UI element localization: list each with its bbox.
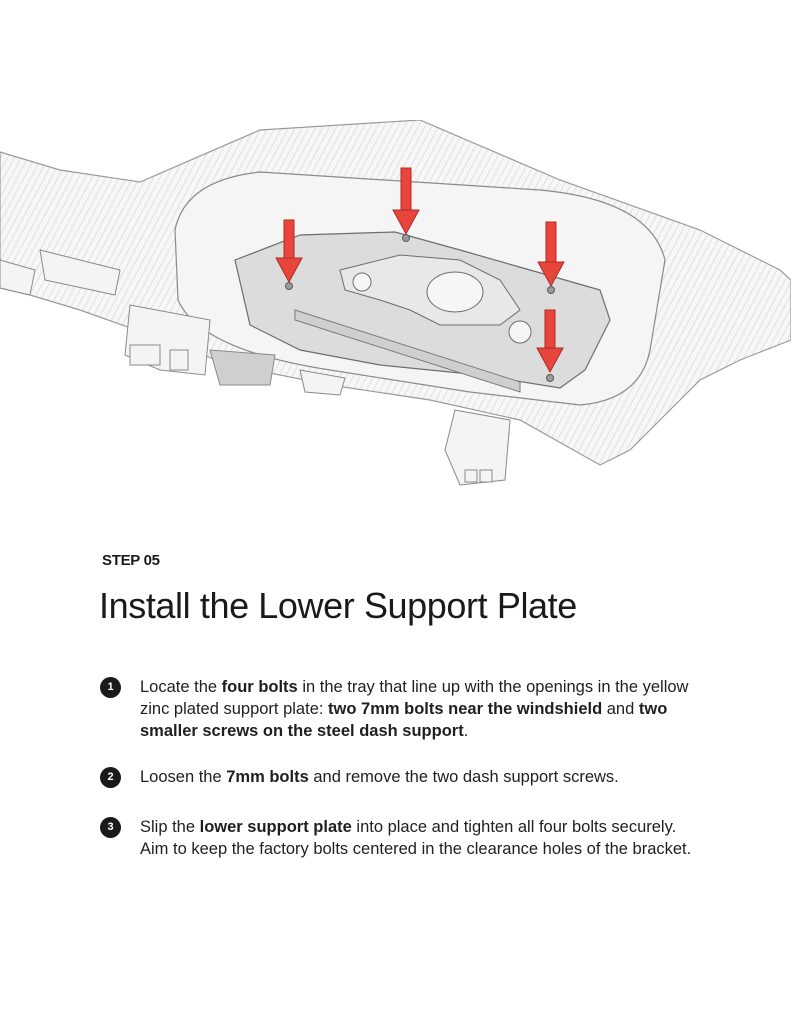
- page-title: Install the Lower Support Plate: [99, 585, 577, 626]
- arrow-bolt-4: [536, 309, 564, 382]
- step-text: Locate the four bolts in the tray that l…: [140, 678, 689, 740]
- arrow-bolt-1: [275, 219, 303, 290]
- step-number-badge: 1: [100, 677, 121, 698]
- instruction-step: 1 Locate the four bolts in the tray that…: [100, 676, 700, 766]
- step-label: STEP 05: [102, 552, 160, 569]
- instruction-list: 1 Locate the four bolts in the tray that…: [100, 676, 700, 860]
- bolt-arrows: [275, 167, 565, 382]
- step-number-badge: 2: [100, 767, 121, 788]
- front-clips: [0, 249, 511, 486]
- step-text: Slip the lower support plate into place …: [140, 818, 692, 858]
- step-number-badge: 3: [100, 817, 121, 838]
- arrow-bolt-3: [537, 221, 565, 294]
- instruction-step: 3 Slip the lower support plate into plac…: [100, 816, 700, 860]
- arrow-bolt-2: [392, 167, 420, 242]
- instruction-step: 2 Loosen the 7mm bolts and remove the tw…: [100, 766, 700, 816]
- step-text: Loosen the 7mm bolts and remove the two …: [140, 768, 619, 786]
- dashboard-tray-illustration: [0, 120, 791, 486]
